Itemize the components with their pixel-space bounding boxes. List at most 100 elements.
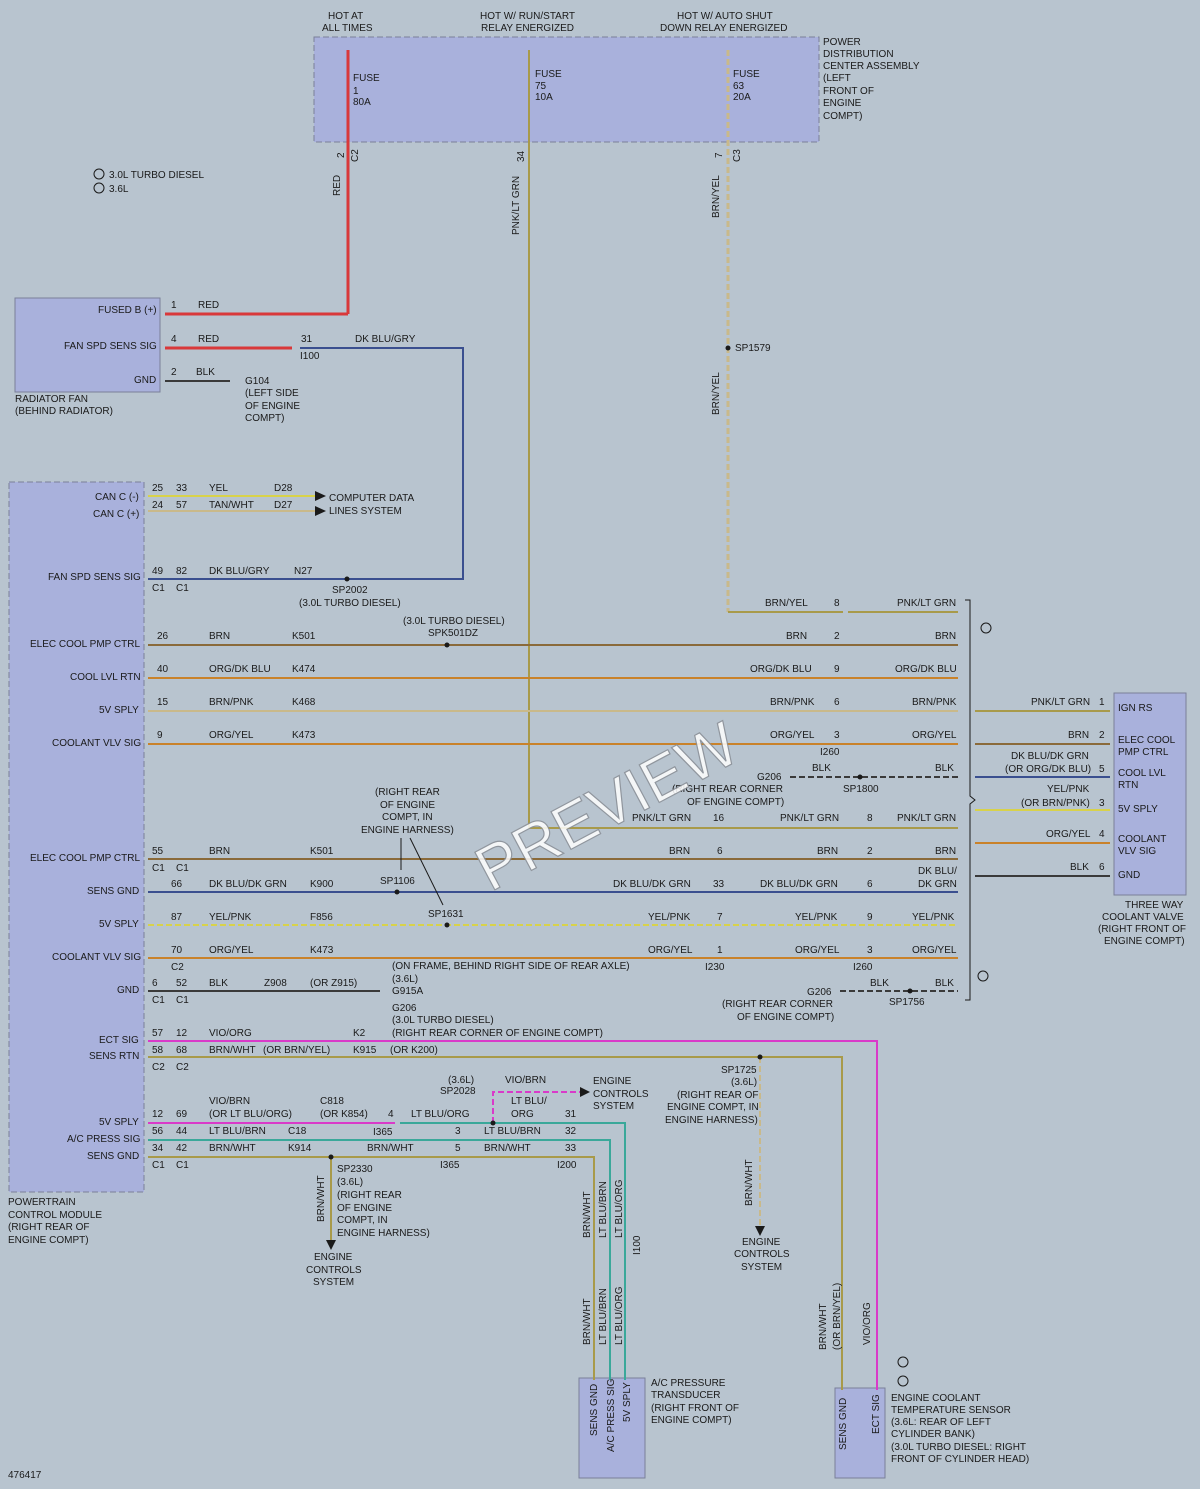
svg-text:BRN: BRN [786,631,807,642]
svg-text:82: 82 [176,566,188,577]
svg-text:6: 6 [717,846,723,857]
svg-text:68: 68 [176,1045,188,1056]
svg-text:6: 6 [867,879,873,890]
splice-sp1631 [444,922,450,928]
svg-text:BRN/WHT: BRN/WHT [209,1045,256,1056]
svg-text:(OR Z915): (OR Z915) [310,978,357,989]
arrow-engine-controls-mid [580,1087,590,1097]
svg-text:(OR K854): (OR K854) [320,1109,368,1120]
variant2-marker-top [977,970,989,982]
svg-text:(OR BRN/YEL): (OR BRN/YEL) [263,1045,330,1056]
splice-sp1579 [725,345,731,351]
engine-controls-mid-1: ENGINE [593,1076,632,1087]
g206-top-label: G206 [757,772,782,783]
splice-sp1800 [857,774,863,780]
svg-text:C2: C2 [350,149,361,162]
svg-text:ORG/YEL: ORG/YEL [912,730,957,741]
pcm-box [8,481,145,1193]
svg-text:C818: C818 [320,1096,344,1107]
ac-transducer-label-4: ENGINE COMPT) [651,1415,732,1426]
svg-text:K473: K473 [310,945,334,956]
svg-text:BRN: BRN [1068,730,1089,741]
sp1800-label: SP1800 [843,784,879,795]
svg-text:N27: N27 [294,566,313,577]
svg-text:BRN: BRN [209,631,230,642]
svg-text:I365: I365 [373,1127,393,1138]
svg-text:YEL/PNK: YEL/PNK [209,912,252,923]
g104-label-1: G104 [245,376,270,387]
svg-text:K914: K914 [288,1143,312,1154]
g915a-label-1: (3.6L) [392,974,418,985]
svg-text:C2: C2 [152,1062,165,1073]
g104-label-2: (LEFT SIDE [245,388,299,399]
pcm-pin-can-plus: CAN C (+) [93,509,139,520]
sp2330-label-6: ENGINE HARNESS) [337,1228,430,1239]
svg-text:ORG/DK BLU: ORG/DK BLU [895,664,957,675]
hot-run-start-label-1: HOT W/ RUN/START [480,11,575,22]
legend2-marker [93,182,105,194]
svg-text:YEL/PNK: YEL/PNK [912,912,955,923]
svg-text:ORG/DK BLU: ORG/DK BLU [750,664,812,675]
svg-text:BRN/PNK: BRN/PNK [912,697,957,708]
svg-text:BLK: BLK [935,763,954,774]
svg-text:YEL/PNK: YEL/PNK [648,912,691,923]
variant1-marker-top [980,622,992,634]
svg-text:BRN/WHT: BRN/WHT [582,1191,593,1238]
svg-text:I365: I365 [440,1160,460,1171]
sp1756-label: SP1756 [889,997,925,1008]
svg-text:4: 4 [1099,829,1105,840]
svg-text:PNK/LT GRN: PNK/LT GRN [632,813,691,824]
radiator-fan-label-1: RADIATOR FAN [15,394,88,405]
g206-mid-label-2: (3.0L TURBO DIESEL) [392,1015,494,1026]
svg-text:ORG/YEL: ORG/YEL [770,730,815,741]
sp2330-label-5: COMPT, IN [337,1215,388,1226]
svg-text:BRN: BRN [935,846,956,857]
rrc-engine-bottom-1: (RIGHT REAR CORNER [722,999,833,1010]
svg-text:24: 24 [152,500,164,511]
fan-gnd-pin: GND [134,375,156,386]
svg-text:C18: C18 [288,1126,307,1137]
tw-pin-gnd: GND [1118,870,1140,881]
pcm-pin-sens-rtn: SENS RTN [89,1051,139,1062]
splice-sp1725 [757,1054,763,1060]
g206-right-label: G206 [807,987,832,998]
fuse63-label-1: FUSE [733,69,760,80]
tw-pin-lvl-1: COOL LVL [1118,768,1166,779]
svg-text:87: 87 [171,912,183,923]
svg-text:2: 2 [834,631,840,642]
svg-text:C1: C1 [176,863,189,874]
svg-text:BLK: BLK [935,978,954,989]
pcm-pin-sens-gnd-2: SENS GND [87,1151,139,1162]
svg-text:LT BLU/BRN: LT BLU/BRN [598,1288,609,1345]
svg-text:BLK: BLK [870,978,889,989]
sp2330-label-3: (RIGHT REAR [337,1190,402,1201]
pcm-pin-cool-lvl: COOL LVL RTN [70,672,141,683]
svg-text:ORG: ORG [511,1109,534,1120]
svg-text:4: 4 [171,334,177,345]
three-way-label-4: ENGINE COMPT) [1104,936,1185,947]
ect-sensor-box [834,1387,886,1479]
svg-text:BLK: BLK [1070,862,1089,873]
svg-text:8: 8 [834,598,840,609]
svg-text:Z908: Z908 [264,978,287,989]
wire-label: RED [332,175,343,196]
svg-text:ORG/YEL: ORG/YEL [209,730,254,741]
fuse75-label-1: FUSE [535,69,562,80]
svg-text:66: 66 [171,879,183,890]
pcm-pin-elec-cool-2: ELEC COOL PMP CTRL [30,853,140,864]
pcm-label-2: CONTROL MODULE [8,1210,102,1221]
splice-sp1106 [394,889,400,895]
wire-ac-5v-teal [400,1122,626,1380]
tw-pin-pmp-2: PMP CTRL [1118,747,1169,758]
sp2330-label-1: SP2330 [337,1164,373,1175]
ac-pin-press-sig: A/C PRESS SIG [606,1378,617,1452]
svg-text:5: 5 [455,1143,461,1154]
ac-transducer-label-2: TRANSDUCER [651,1390,720,1401]
splice-sp1756 [907,988,913,994]
svg-text:BRN: BRN [669,846,690,857]
wire-sp2028-vio [492,1091,580,1123]
svg-text:ORG/YEL: ORG/YEL [1046,829,1091,840]
svg-text:C2: C2 [171,962,184,973]
ac-transducer-label-1: A/C PRESSURE [651,1378,726,1389]
